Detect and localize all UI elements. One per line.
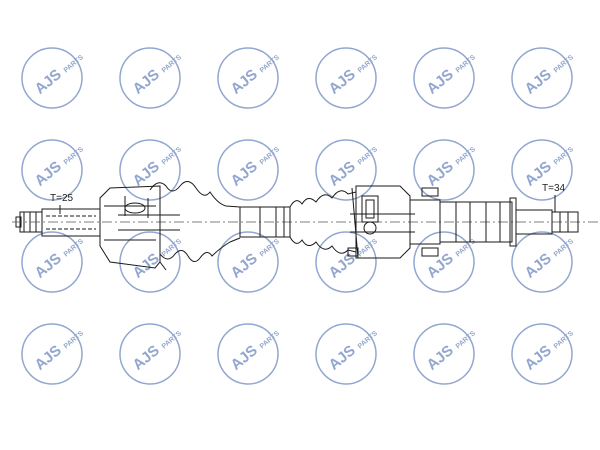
left-spline-label: T=25 bbox=[50, 193, 74, 204]
right-spline-label: T=34 bbox=[542, 183, 566, 194]
right-spline-stub bbox=[515, 209, 579, 235]
left-boot bbox=[149, 181, 241, 271]
main-shaft bbox=[239, 206, 291, 238]
right-tripod-joint bbox=[347, 185, 415, 259]
left-cv-joint bbox=[99, 185, 180, 269]
left-spline-stub bbox=[12, 208, 600, 237]
right-intermediate-shaft bbox=[409, 187, 517, 257]
right-boot bbox=[289, 187, 359, 259]
